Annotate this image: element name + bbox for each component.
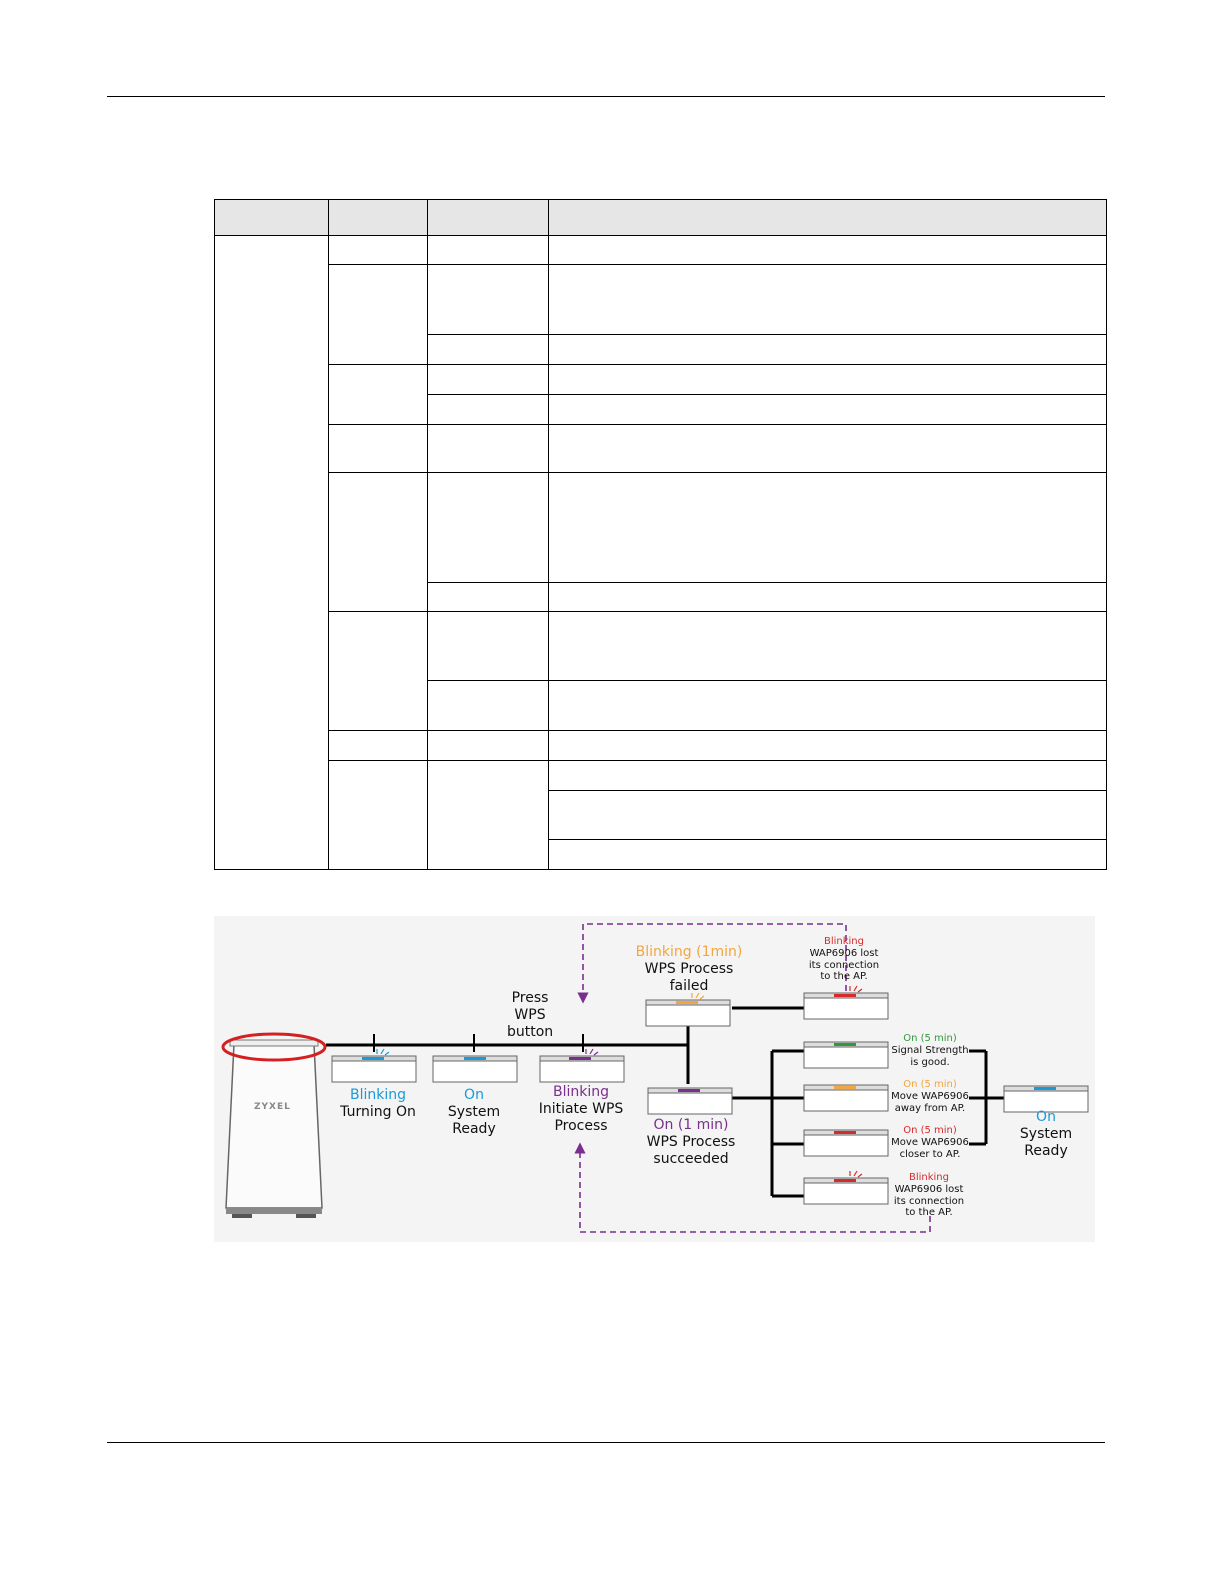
table-cell [427,472,549,583]
table-cell [328,424,428,473]
move-away-state: On (5 min) [903,1079,957,1090]
table-cell [427,680,549,731]
table-row [214,235,1107,870]
table-cell [328,235,428,265]
led-box-move-away [803,1084,889,1112]
table-row [215,790,1107,840]
table-cell [427,582,549,612]
table-header-cell [214,199,329,236]
lost-top-state: Blinking [823,936,864,947]
lost-top-desc: WAP6906 lost its connection to the AP. [808,948,880,982]
table-row [215,730,1107,761]
led-box-wps-succeeded [647,1087,733,1115]
lost-bottom-state: Blinking [908,1172,949,1183]
table-cell [548,394,1107,425]
table-row [215,424,1107,473]
led-box-wps-failed [645,992,731,1027]
table-row [215,394,1107,425]
table-cell [548,472,1107,583]
wps-succeeded-desc: WPS Process succeeded [646,1134,736,1167]
table-row [215,264,1107,365]
led-box-move-closer [803,1129,889,1157]
final-ready-state: On [1036,1109,1056,1125]
table-row [215,582,1107,612]
table-cell [548,730,1107,761]
initiate-wps-desc: Initiate WPS Process [538,1101,624,1134]
initiate-wps-state: Blinking [552,1084,609,1100]
wps-succeeded-state: On (1 min) [653,1117,729,1133]
table-cell [427,394,549,425]
move-away-desc: Move WAP6906 away from AP. [891,1091,969,1114]
led-box-signal-good [803,1041,889,1069]
table-cell [548,611,1107,681]
table-cell [548,790,1107,840]
footer-rule [107,1442,1105,1443]
led-highlight-oval [221,1032,327,1062]
signal-good-desc: Signal Strength is good. [891,1045,969,1068]
table-cell [548,680,1107,731]
table-cell [427,424,549,473]
table-cell [548,364,1107,395]
table-cell [548,582,1107,612]
led-box-turning-on [331,1048,417,1083]
table-cell [214,235,329,870]
table-cell [548,760,1107,791]
table-cell [427,760,549,870]
table-row [215,364,1107,425]
table-header-cell [427,199,549,236]
table-cell [427,730,549,761]
turning-on-state: Blinking [349,1087,406,1103]
table-row [215,839,1107,870]
led-box-system-ready [432,1055,518,1083]
table-row [215,611,1107,731]
led-box-initiate-wps [539,1048,625,1083]
table-header-cell [548,199,1107,236]
press-wps-label: Press WPS button [507,990,554,1040]
move-closer-desc: Move WAP6906 closer to AP. [891,1137,969,1160]
led-box-final-ready [1003,1085,1089,1113]
lost-bottom-desc: WAP6906 lost its connection to the AP. [893,1184,965,1218]
signal-good-state: On (5 min) [903,1033,957,1044]
table-cell [427,264,549,335]
led-box-lost-bottom [803,1170,889,1205]
table-cell [328,760,428,870]
table-cell [548,839,1107,870]
table-cell [548,334,1107,365]
table-cell [548,264,1107,335]
led-box-lost-top [803,985,889,1020]
move-closer-state: On (5 min) [903,1125,957,1136]
wps-failed-desc: WPS Process failed [644,961,734,994]
table-cell [328,611,428,731]
header-rule [107,96,1105,97]
table-cell [328,364,428,425]
table-cell [548,235,1107,265]
table-row [215,680,1107,731]
device-image [221,1032,327,1218]
final-ready-desc: System Ready [1019,1126,1073,1159]
device-logo: ZYXEL [254,1102,291,1112]
table-cell [328,472,428,612]
system-ready-desc: System Ready [447,1104,501,1137]
table-header-cell [328,199,428,236]
table-cell [548,424,1107,473]
wps-failed-state: Blinking (1min) [635,944,743,960]
table-row [215,472,1107,612]
table-cell [427,235,549,265]
led-table [214,199,1107,870]
table-cell [328,730,428,761]
table-cell [328,264,428,365]
table-row [215,760,1107,870]
diagram-drawing [221,923,1089,1233]
table-header-row [214,199,1107,236]
table-cell [427,334,549,365]
table-cell [427,364,549,395]
turning-on-desc: Turning On [340,1104,416,1120]
system-ready-state: On [464,1087,484,1103]
table-cell [427,611,549,681]
wps-led-diagram: ZYXEL Press WPS button Blinking Turning … [214,916,1095,1242]
retry-loop-bottom [574,1142,931,1233]
